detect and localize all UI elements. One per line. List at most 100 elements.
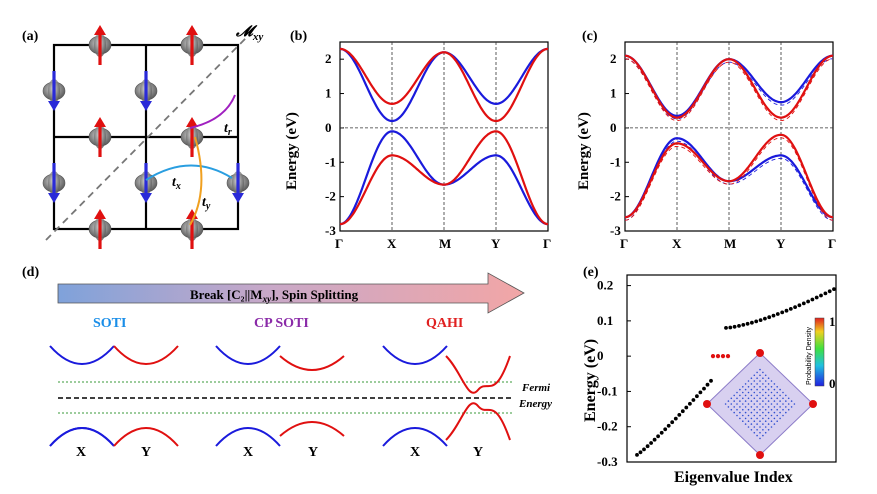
vb-y-inverted (445, 402, 511, 441)
lattice-site (762, 411, 764, 414)
lattice-site (753, 397, 756, 400)
y-tick-label: -3 (325, 223, 336, 238)
spin-down-head (140, 193, 152, 203)
lattice-site (773, 411, 776, 414)
corner-state-point (720, 354, 726, 359)
lattice-site (773, 388, 776, 391)
lattice-site (744, 400, 747, 402)
eigen-point (832, 287, 836, 291)
lattice-site (762, 406, 764, 408)
x-tick-label: M (724, 236, 736, 251)
lattice-site (782, 397, 784, 400)
lattice-site (767, 377, 770, 380)
inset-corner-states (703, 349, 817, 459)
panel-e-label: (e) (583, 265, 599, 280)
lattice-site (739, 400, 741, 402)
eigen-point (741, 323, 746, 327)
eigen-point (642, 447, 646, 452)
lattice-site (762, 417, 764, 420)
band-line-upper (339, 47, 549, 123)
band-line-lower (339, 130, 549, 226)
lattice-site (770, 420, 773, 423)
lattice-site (762, 383, 764, 385)
lattice-site (773, 394, 776, 397)
lattice-site (742, 408, 744, 411)
cb-y-inverted (445, 355, 511, 394)
eigen-point (771, 313, 776, 318)
panel-e: (e) Energy (eV) Eigenvalue Index 0.20.10… (582, 265, 837, 486)
k-label-y-2: Y (308, 445, 318, 460)
lattice-site (782, 403, 784, 405)
lattice-site (744, 388, 747, 391)
lattice-site (750, 417, 753, 420)
colorbar-tick-min: 0 (829, 376, 836, 391)
eigen-point (758, 318, 763, 322)
lattice-site (727, 406, 730, 408)
corner-state-point (710, 354, 716, 359)
lattice-site (742, 397, 744, 400)
lattice-site (776, 414, 778, 417)
eigen-point (670, 420, 675, 425)
eigen-point (666, 423, 671, 428)
y-tick-label: -3 (610, 223, 621, 238)
phase-soti: SOTI (93, 316, 126, 331)
eigen-point (695, 394, 699, 399)
y-tick-label: -0.3 (597, 454, 618, 469)
lattice-site (785, 406, 787, 408)
lattice-site (730, 403, 733, 405)
panel-d-label: (d) (22, 265, 39, 280)
lattice-site (790, 406, 793, 408)
lattice-site (742, 420, 744, 423)
eigen-point (728, 325, 733, 330)
vb-x2 (49, 427, 115, 447)
lattice-site (762, 377, 764, 380)
lattice-site (750, 411, 753, 414)
lattice-site (736, 414, 738, 417)
eigen-point (806, 299, 810, 304)
lattice-site (764, 403, 767, 405)
lattice-site (767, 429, 770, 431)
lattice-site (762, 434, 764, 437)
x-tick-label: Γ (620, 236, 628, 251)
lattice-site (739, 411, 741, 414)
lattice-site (753, 426, 756, 428)
lattice-site (747, 380, 750, 382)
cb-x (382, 345, 448, 365)
spin-up-head (186, 25, 198, 35)
lattice-site (779, 388, 781, 391)
x-tick-label: X (672, 236, 682, 251)
lattice-site (773, 406, 776, 408)
plot-frame (626, 274, 837, 463)
lattice-site (756, 400, 758, 402)
eigen-point (823, 291, 828, 296)
lattice-site (764, 426, 767, 428)
eigen-point (797, 303, 802, 308)
lattice-site (756, 394, 758, 397)
x-tick-label: X (387, 236, 397, 251)
lattice-site (744, 423, 747, 425)
eigen-point (732, 324, 737, 329)
lattice-site (787, 403, 790, 405)
hopping-tx-arc (145, 164, 233, 181)
panel-e-xlabel: Eigenvalue Index (674, 469, 793, 486)
y-tick-label: 2 (325, 51, 332, 66)
lattice-site (736, 391, 738, 394)
lattice-site (785, 400, 787, 402)
eigen-point (698, 390, 703, 395)
cb-y (113, 345, 179, 365)
lattice-site (747, 403, 750, 405)
lattice-site (736, 397, 738, 400)
lattice-site (787, 408, 790, 411)
y-tick-label: -1 (610, 154, 621, 169)
tx-label: tx (172, 175, 181, 192)
eigen-point (793, 305, 797, 309)
lattice-site (730, 397, 733, 400)
lattice-site (753, 408, 756, 411)
eigen-point (709, 378, 713, 383)
lattice-site (776, 420, 778, 423)
eigen-point (750, 320, 754, 325)
eigen-point (827, 289, 832, 294)
spin-down-head (48, 101, 60, 111)
lattice-site (747, 408, 750, 411)
